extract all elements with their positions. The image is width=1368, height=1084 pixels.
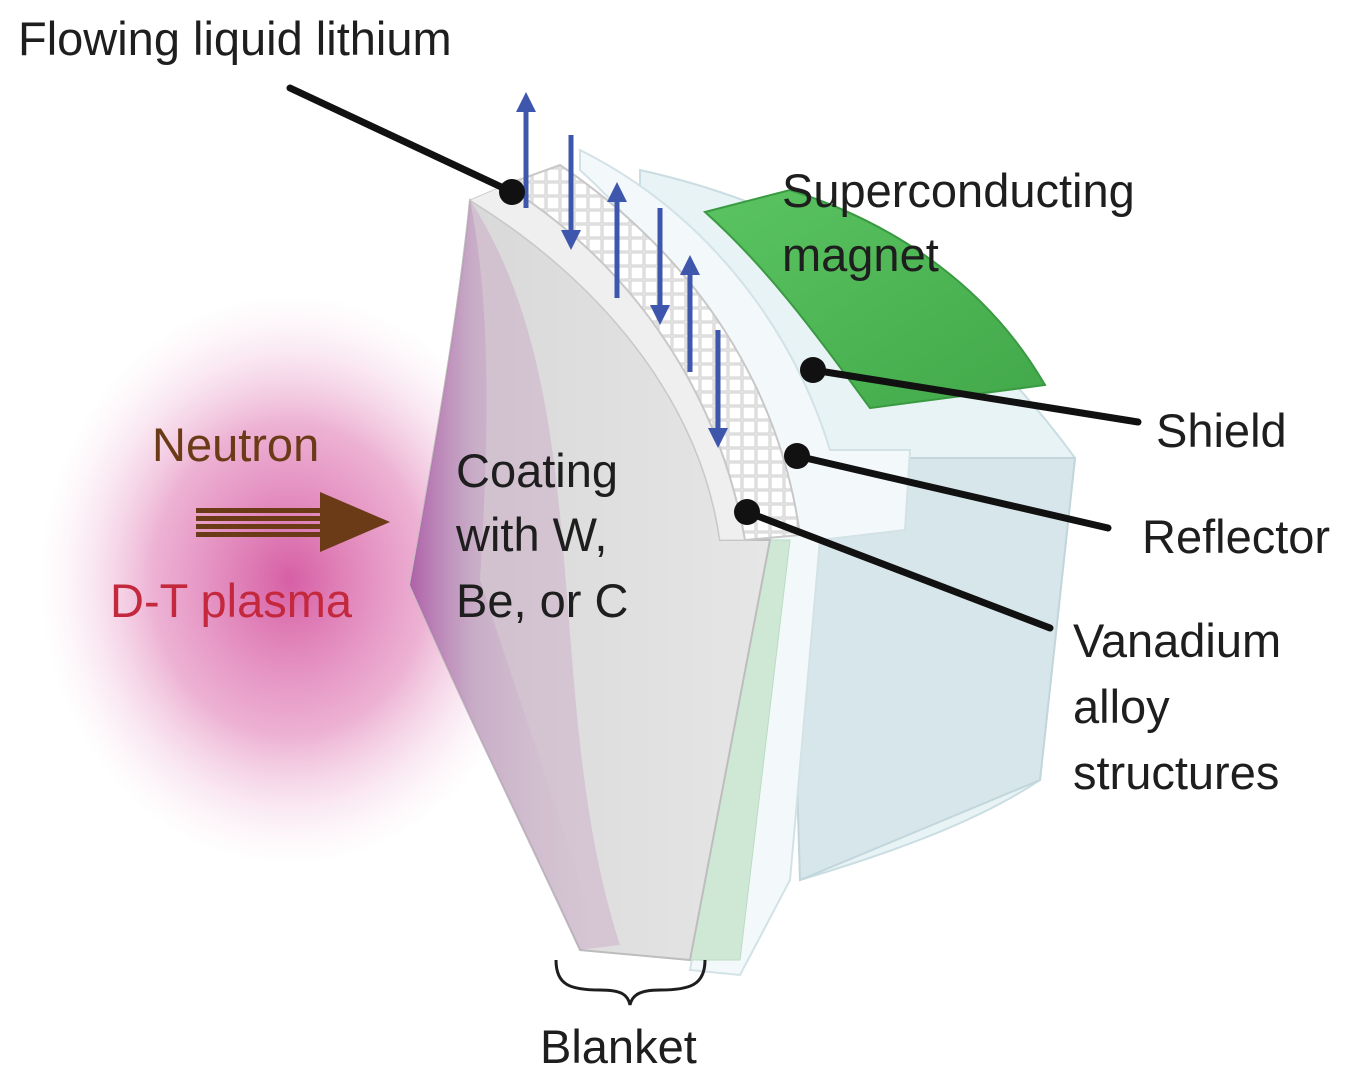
leader-shield [809,366,1142,426]
lithium-arrow-up [516,92,536,208]
lithium-flow-arrows [516,92,728,448]
lithium-arrow-head [607,182,627,202]
label-plasma: D-T plasma [110,574,353,627]
label-vanadium-line2: alloy [1073,680,1170,733]
lithium-arrow-down [650,208,670,325]
lithium-arrow-head [516,92,536,112]
lithium-arrow-down [708,330,728,448]
lithium-arrow-head [650,305,670,325]
lithium-arrow-head [561,230,581,250]
label-coating-line1: Coating [456,444,618,497]
label-flowing-lithium: Flowing liquid lithium [18,12,452,65]
blanket-brace [554,959,707,1006]
label-vanadium-line1: Vanadium [1073,614,1282,667]
lithium-arrow-down [561,135,581,250]
dot-reflector [784,443,810,469]
lithium-arrow-head [708,428,728,448]
label-blanket: Blanket [540,1020,697,1073]
neutron-arrow [196,492,390,552]
coating-face [410,200,600,950]
dot-lithium [499,179,525,205]
leader-lithium [286,84,516,196]
leader-vanadium [743,508,1054,632]
label-reflector: Reflector [1142,510,1331,563]
dot-shield [800,357,826,383]
label-magnet-line2: magnet [782,228,939,281]
label-neutron: Neutron [152,418,320,471]
leader-lines [286,84,1142,632]
lithium-arrow-up [680,255,700,372]
coating-overlay [410,200,620,950]
lithium-arrow-up [607,182,627,298]
label-coating-line2: with W, [456,508,608,561]
magnet-body [702,188,1047,410]
label-shield: Shield [1156,404,1287,457]
dot-vanadium [734,499,760,525]
leader-dots [499,179,826,525]
label-magnet-line1: Superconducting [782,164,1135,217]
leader-reflector [793,452,1112,532]
lithium-arrow-head [680,255,700,275]
label-vanadium-line3: structures [1073,746,1280,799]
label-coating-line3: Be, or C [456,574,629,627]
plasma-glow [40,295,540,865]
